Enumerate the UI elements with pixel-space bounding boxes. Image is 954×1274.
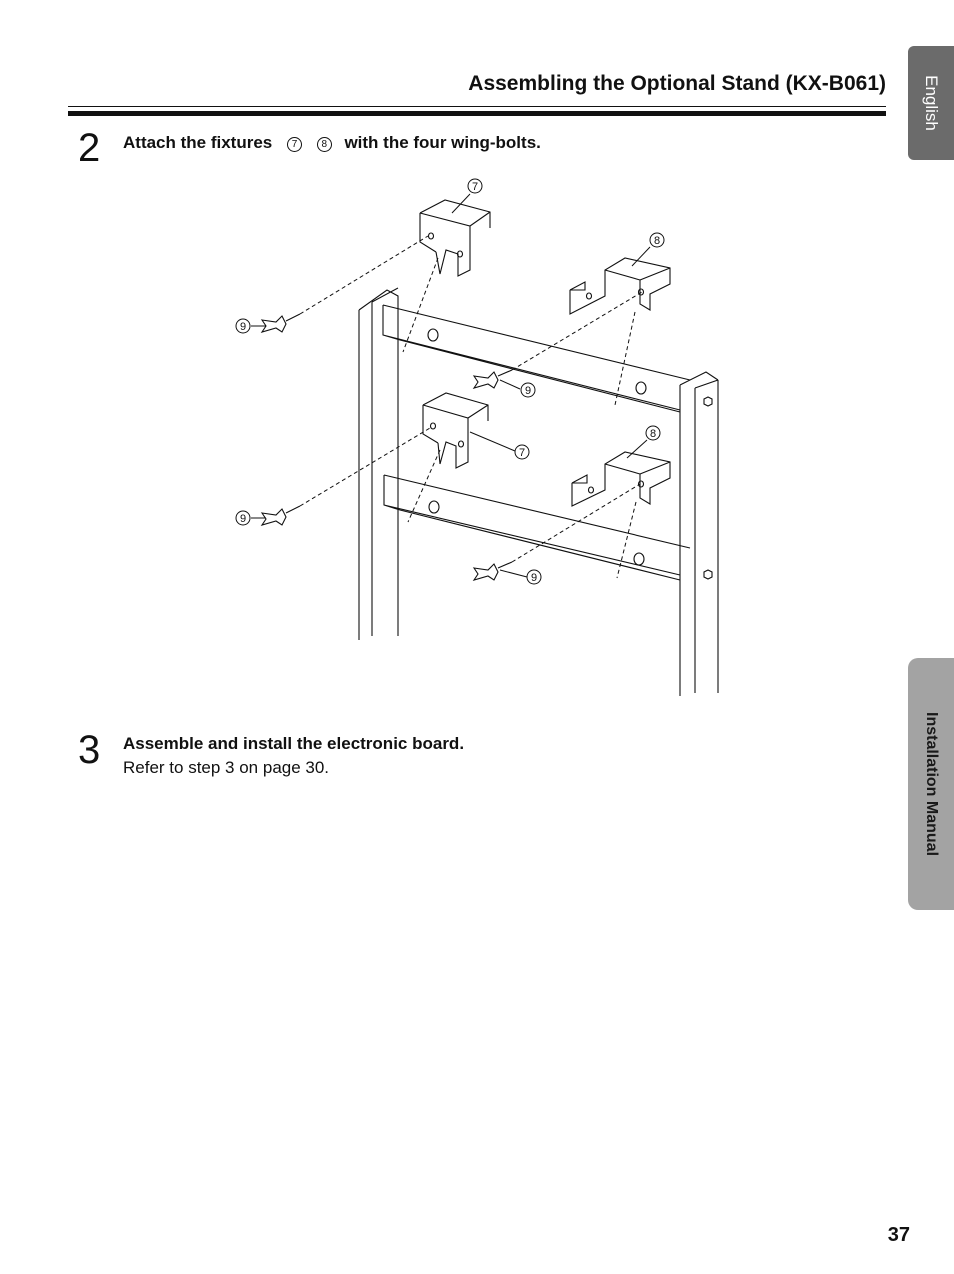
step-2-text-before: Attach the fixtures bbox=[123, 133, 273, 152]
callout-wing-bolt-9-lower-mid: 9 bbox=[531, 572, 537, 584]
page-title: Assembling the Optional Stand (KX-B061) bbox=[468, 72, 886, 95]
header-rule-thick bbox=[68, 111, 886, 116]
step-3-number: 3 bbox=[78, 728, 101, 772]
callout-fixture-7-upper: 7 bbox=[472, 181, 478, 193]
step-2-text-after: with the four wing-bolts. bbox=[344, 133, 541, 152]
callout-wing-bolt-9-lower-left: 9 bbox=[240, 513, 246, 525]
step-2-instruction: Attach the fixtures 7 8 with the four wi… bbox=[123, 133, 541, 153]
step-3-heading: Assemble and install the electronic boar… bbox=[123, 734, 465, 753]
fixture-ref-7: 7 bbox=[286, 137, 302, 152]
step-3-body: Refer to step 3 on page 30. bbox=[123, 758, 330, 777]
tab-installation-manual[interactable]: Installation Manual bbox=[908, 658, 954, 910]
step-2-number: 2 bbox=[78, 126, 101, 170]
callout-wing-bolt-9-upper-mid: 9 bbox=[525, 385, 531, 397]
callout-fixture-8-upper: 8 bbox=[654, 235, 660, 247]
tab-english[interactable]: English bbox=[908, 46, 954, 160]
header-rule-thin bbox=[68, 106, 886, 107]
page-number: 37 bbox=[887, 1224, 910, 1246]
fixture-ref-8: 8 bbox=[316, 137, 332, 152]
callout-fixture-7-lower: 7 bbox=[519, 447, 525, 459]
callout-wing-bolt-9-upper-left: 9 bbox=[240, 321, 246, 333]
callout-fixture-8-lower: 8 bbox=[650, 428, 656, 440]
